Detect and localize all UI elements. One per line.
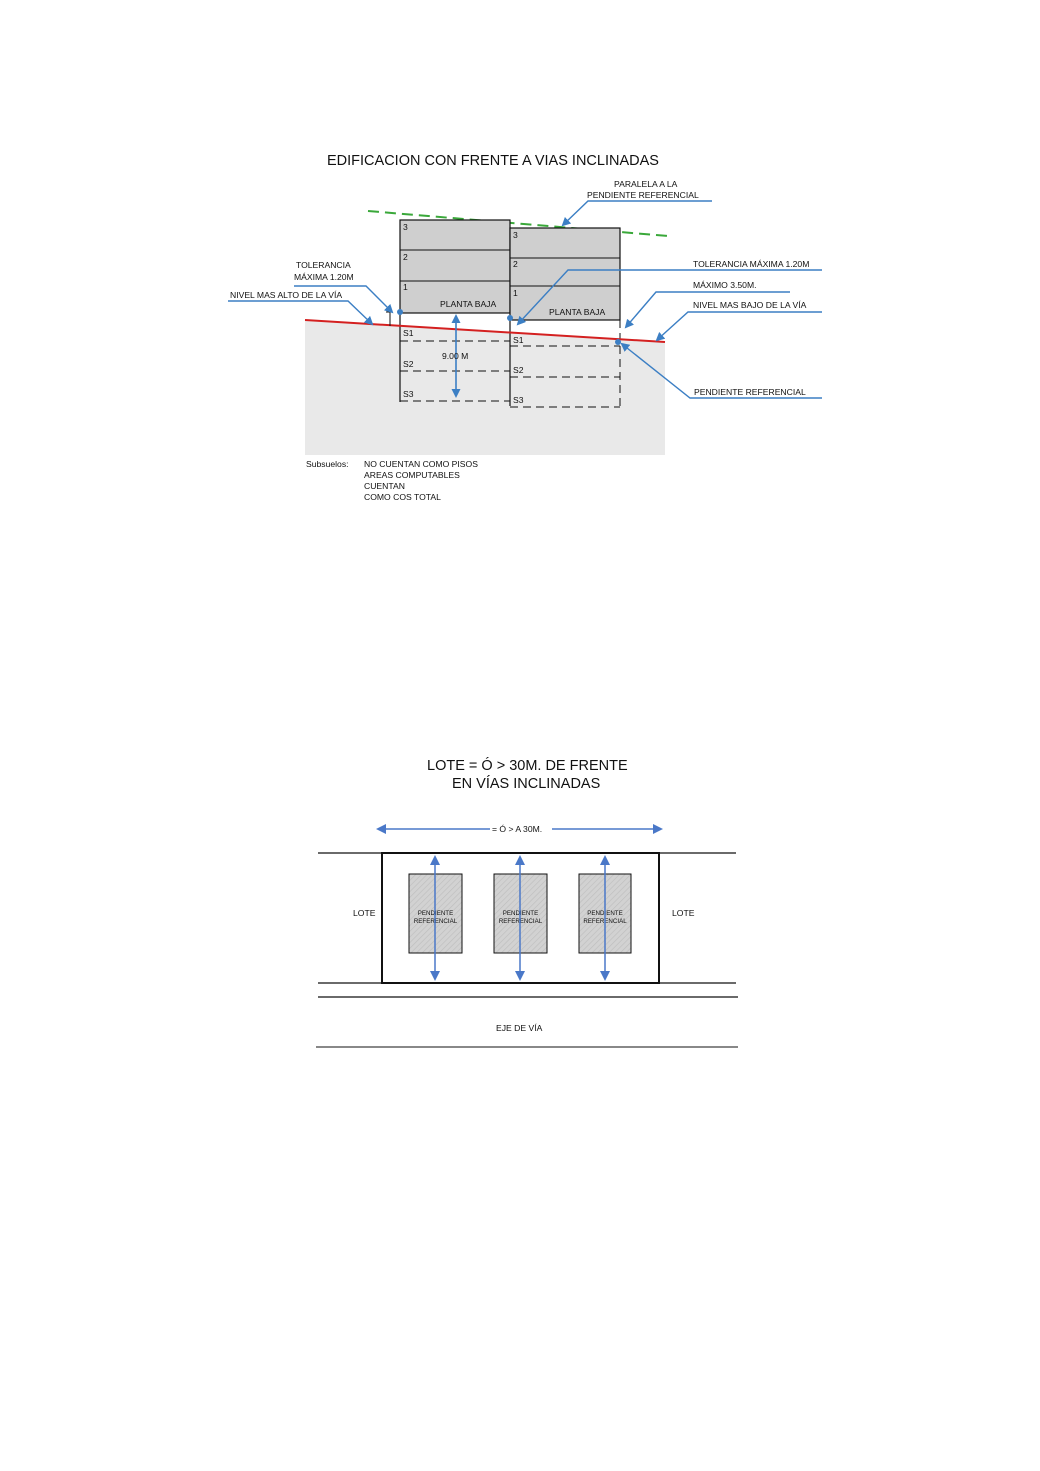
- leader-parallel: [561, 200, 712, 227]
- central-lot: [381, 852, 660, 984]
- lot-right-label: LOTE: [672, 908, 695, 918]
- leader-lowest-level: [655, 311, 822, 342]
- basement-label: S1: [403, 328, 414, 338]
- tolerance-left-label: MÁXIMA 1.20M: [294, 272, 354, 282]
- ground-floor-label: PLANTA BAJA: [440, 299, 496, 309]
- diagram-slope-building: EDIFICACION CON FRENTE A VIAS INCLINADAS…: [228, 153, 822, 502]
- basement-label: S2: [403, 359, 414, 369]
- diagram2-title-line1: LOTE = Ó > 30M. DE FRENTE: [427, 757, 628, 774]
- note-line: AREAS COMPUTABLES: [364, 470, 460, 480]
- tolerance-left-label: TOLERANCIA: [296, 260, 351, 270]
- highest-level-label: NIVEL MAS ALTO DE LA VÍA: [230, 290, 342, 300]
- building-label: REFERENCIAL: [499, 918, 543, 925]
- floor-label: 1: [403, 282, 408, 292]
- depth-label: 9.00 M: [442, 351, 468, 361]
- leader-tolerance-left: [294, 285, 394, 314]
- diagram2-title-line2: EN VÍAS INCLINADAS: [452, 775, 600, 792]
- floor-label: 1: [513, 288, 518, 298]
- diagram-lot-frontage: LOTE = Ó > 30M. DE FRENTE EN VÍAS INCLIN…: [316, 757, 738, 1048]
- parallel-label: PARALELA A LA: [614, 179, 678, 189]
- floor-label: 3: [513, 230, 518, 240]
- leader-reference-slope: [620, 342, 822, 399]
- level-marker-low: [615, 339, 621, 345]
- floor-label: 2: [513, 259, 518, 269]
- basement-label: S3: [513, 395, 524, 405]
- building-left: 3 2 1 PLANTA BAJA S1 S2 S3: [399, 219, 511, 402]
- leader-highest-level: [228, 300, 374, 326]
- ground-floor-label: PLANTA BAJA: [549, 307, 605, 317]
- parallel-label: PENDIENTE REFERENCIAL: [587, 190, 699, 200]
- road-axis-label: EJE DE VÍA: [496, 1023, 543, 1033]
- reference-slope-label: PENDIENTE REFERENCIAL: [694, 387, 806, 397]
- level-marker-high: [397, 309, 403, 315]
- building-label: REFERENCIAL: [414, 918, 458, 925]
- basement-label: S1: [513, 335, 524, 345]
- lowest-level-label: NIVEL MAS BAJO DE LA VÍA: [693, 300, 807, 310]
- level-marker-mid: [507, 315, 513, 321]
- basement-label: S3: [403, 389, 414, 399]
- ground-area: [305, 320, 665, 455]
- leader-tolerance-right: [516, 269, 822, 326]
- tolerance-bracket-left: [386, 311, 391, 326]
- note-line: NO CUENTAN COMO PISOS: [364, 459, 478, 469]
- building-right: 3 2 1 PLANTA BAJA S1 S2 S3: [509, 227, 621, 408]
- note-line: CUENTAN: [364, 481, 405, 491]
- leader-max-350: [624, 291, 790, 329]
- frontage-label: = Ó > A 30M.: [492, 824, 542, 834]
- tolerance-right-label: TOLERANCIA MÁXIMA 1.20M: [693, 259, 809, 269]
- note-heading: Subsuelos:: [306, 459, 349, 469]
- basement-label: S2: [513, 365, 524, 375]
- max-350-label: MÁXIMO 3.50M.: [693, 280, 757, 290]
- lot-left-label: LOTE: [353, 908, 376, 918]
- floor-label: 3: [403, 222, 408, 232]
- note-line: COMO COS TOTAL: [364, 492, 441, 502]
- diagram1-title: EDIFICACION CON FRENTE A VIAS INCLINADAS: [327, 153, 659, 169]
- floor-label: 2: [403, 252, 408, 262]
